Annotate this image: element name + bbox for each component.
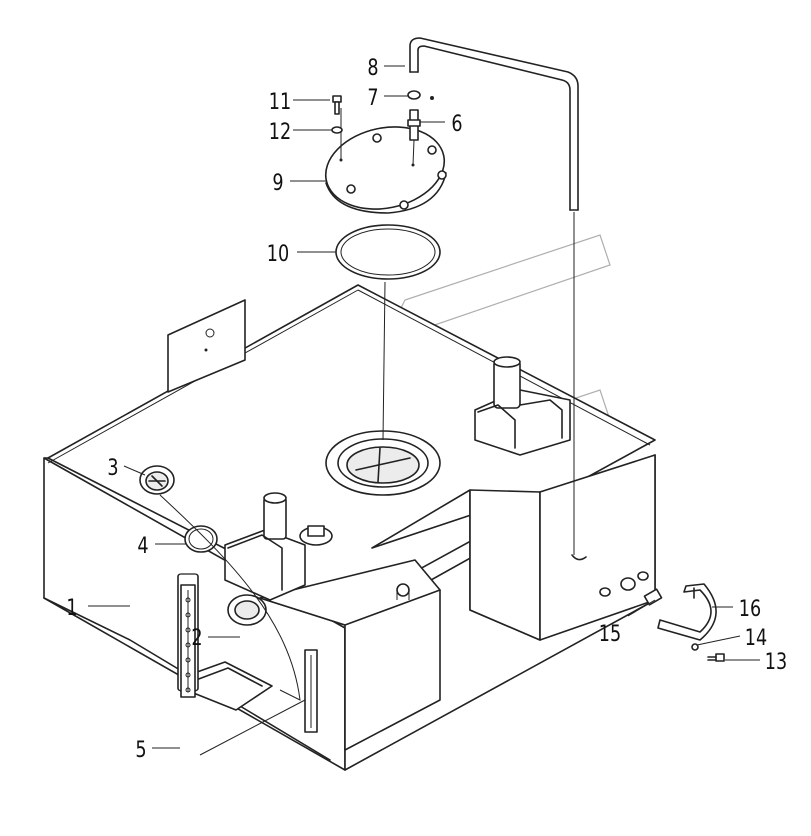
level-sensor <box>407 109 421 141</box>
callout-8: 8 <box>367 55 378 80</box>
back-mount-plate <box>167 299 246 393</box>
callout-6: 6 <box>451 111 462 136</box>
o-ring-small <box>184 525 218 553</box>
callout-3: 3 <box>107 455 118 480</box>
callout-12: 12 <box>269 119 291 144</box>
leader-lines <box>88 65 760 749</box>
callout-10: 10 <box>267 241 289 266</box>
callout-2: 2 <box>191 625 202 650</box>
callout-15: 15 <box>599 621 621 646</box>
callout-5: 5 <box>135 737 146 762</box>
callout-14: 14 <box>745 625 767 650</box>
return-fitting <box>643 588 663 606</box>
pipe-clamp <box>657 583 717 641</box>
cover-washer <box>331 126 343 134</box>
tank-body <box>43 284 656 771</box>
clamp-bolt <box>707 653 725 662</box>
callout-13: 13 <box>765 649 787 674</box>
callout-11: 11 <box>269 89 291 114</box>
sight-gauge <box>177 573 199 698</box>
callout-1: 1 <box>66 595 77 620</box>
clamp-washer <box>691 643 699 651</box>
callout-4: 4 <box>137 533 148 558</box>
callout-labels: 1 2 3 4 5 6 7 8 9 10 11 12 13 14 15 16 <box>66 55 787 762</box>
cover-bolt <box>332 95 342 115</box>
suction-pipe <box>409 37 579 555</box>
callout-9: 9 <box>272 170 283 195</box>
callout-7: 7 <box>367 85 378 110</box>
cover-plate <box>324 126 447 214</box>
sensor-seal <box>407 90 421 100</box>
strainer-cap <box>139 465 175 495</box>
cover-gasket <box>335 224 441 280</box>
callout-16: 16 <box>739 596 761 621</box>
